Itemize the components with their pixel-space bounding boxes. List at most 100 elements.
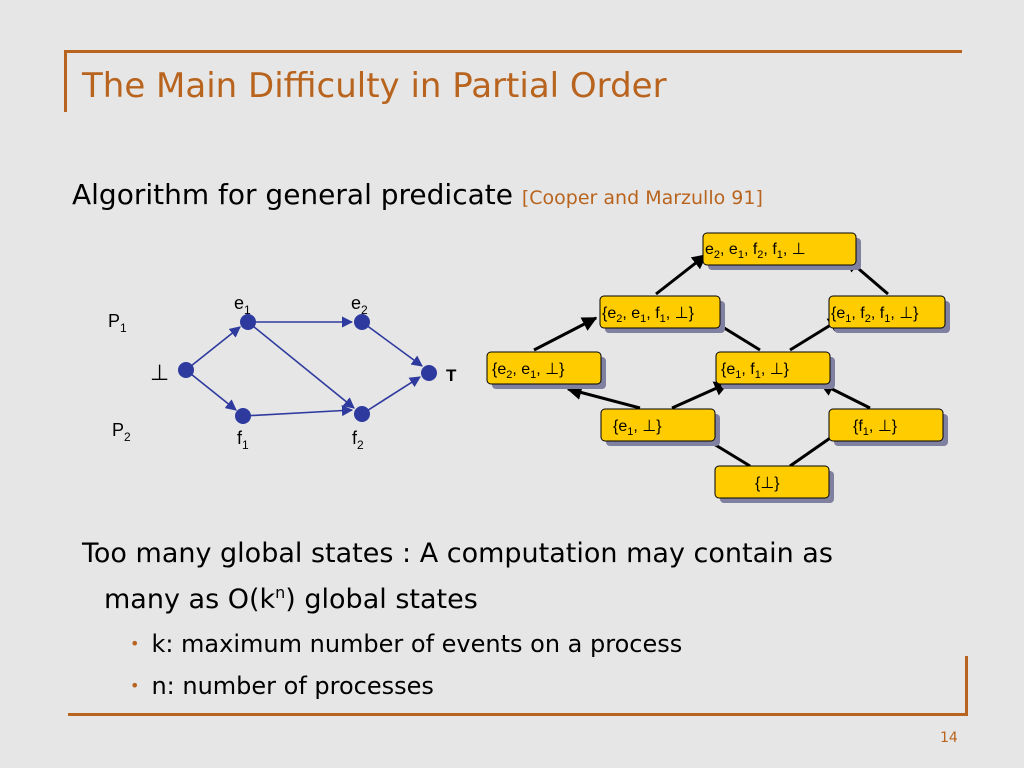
slide-number: 14 — [940, 730, 958, 746]
frame-right-rule — [965, 656, 968, 716]
process-nodes — [178, 314, 437, 424]
state-label-part: {e — [831, 305, 845, 322]
state-label-part: {⊥} — [755, 475, 780, 492]
state-label-part: 2 — [506, 369, 512, 381]
paragraph-line-2-sup: n — [275, 583, 286, 602]
bullet-dot-icon: • — [130, 634, 140, 653]
state-label-part: 2 — [757, 249, 763, 261]
label-e1: e1 — [234, 293, 251, 317]
frame-left-rule — [64, 50, 67, 112]
state-label-part: 2 — [865, 313, 871, 325]
label-top: T — [446, 366, 457, 385]
edge-e1-f2 — [247, 321, 355, 409]
paragraph-line-2-prefix: many as O(k — [104, 584, 276, 615]
arrow-e2e1f1-top — [655, 253, 708, 296]
svg-text:{f1, ⊥}: {f1, ⊥} — [853, 418, 898, 438]
state-label-part: , f — [646, 305, 660, 322]
bullet-text: k: maximum number of events on a process — [151, 630, 683, 658]
label-f1: f1 — [237, 428, 249, 452]
state-label-part: , f — [763, 241, 777, 258]
state-label-part: 2 — [714, 249, 720, 261]
node-bottom — [178, 362, 194, 378]
svg-text:{e1, ⊥}: {e1, ⊥} — [613, 418, 662, 438]
lattice-states: e2, e1, f2, f1, ⊥ {e2, e1, f1, ⊥} {e1, f… — [486, 232, 950, 503]
state-label-part: 1 — [660, 313, 666, 325]
state-label-part: 1 — [845, 313, 851, 325]
state-label-part: 1 — [755, 369, 761, 381]
frame-top-rule — [64, 50, 962, 53]
state-label-part: {e — [613, 418, 627, 435]
edge-e2-top — [361, 321, 423, 367]
svg-text:{e1, f2, f1, ⊥}: {e1, f2, f1, ⊥} — [831, 305, 919, 325]
paragraph-line-2-suffix: ) global states — [285, 584, 478, 615]
bullet-text: n: number of processes — [151, 672, 434, 700]
main-paragraph: Too many global states : A computation m… — [82, 534, 972, 619]
state-bottom: {⊥} — [714, 465, 834, 503]
edge-bottom-e1 — [185, 326, 241, 371]
arrow-e2e1-e2e1f1 — [533, 316, 598, 352]
node-e2 — [354, 314, 370, 330]
edge-bottom-f1 — [185, 369, 237, 411]
arrow-e1-e1f1 — [671, 381, 730, 410]
state-label-part: , ⊥} — [536, 361, 565, 378]
state-e2e1f2f1: e2, e1, f2, f1, ⊥ — [702, 232, 861, 270]
state-label-part: , e — [512, 361, 530, 378]
label-p2: P2 — [112, 420, 131, 444]
svg-text:e2, e1, f2, f1, ⊥: e2, e1, f2, f1, ⊥ — [705, 241, 806, 261]
arrow-e1-e2e1 — [566, 385, 641, 410]
state-label-part: {e — [492, 361, 506, 378]
state-label-part: 1 — [640, 313, 646, 325]
state-label-part: , f — [744, 241, 758, 258]
state-f1: {f1, ⊥} — [828, 408, 948, 446]
state-label-part: , e — [622, 305, 640, 322]
node-f2 — [354, 406, 370, 422]
state-e1f1: {e1, f1, ⊥} — [715, 351, 835, 389]
svg-text:{e2, e1, f1, ⊥}: {e2, e1, f1, ⊥} — [602, 305, 695, 325]
state-label-part: , ⊥ — [783, 241, 806, 258]
state-label-part: {e — [721, 361, 735, 378]
svg-text:{e1, f1, ⊥}: {e1, f1, ⊥} — [721, 361, 790, 381]
heading-text: Algorithm for general predicate — [72, 178, 513, 211]
label-e2: e2 — [351, 293, 368, 317]
slide-title: The Main Difficulty in Partial Order — [82, 66, 667, 106]
state-label-part: 1 — [884, 313, 890, 325]
state-e1: {e1, ⊥} — [600, 408, 720, 446]
bullet-dot-icon: • — [130, 676, 140, 695]
svg-text:{⊥}: {⊥} — [755, 475, 780, 492]
state-label-part: 1 — [627, 426, 633, 438]
state-label-part: {e — [602, 305, 616, 322]
process-edges — [185, 316, 423, 417]
state-label-part: , f — [871, 305, 885, 322]
state-e1f2f1: {e1, f2, f1, ⊥} — [828, 295, 950, 333]
state-e2e1f1: {e2, e1, f1, ⊥} — [599, 295, 725, 333]
state-label-part: , e — [720, 241, 738, 258]
state-e2e1: {e2, e1, ⊥} — [486, 351, 606, 389]
state-label-part: {f — [853, 418, 863, 435]
label-bottom: ⊥ — [150, 360, 169, 385]
node-f1 — [235, 408, 251, 424]
state-label-part: , ⊥} — [666, 305, 695, 322]
node-e1 — [240, 314, 256, 330]
node-top — [421, 365, 437, 381]
state-label-part: 1 — [735, 369, 741, 381]
state-label-part: , f — [851, 305, 865, 322]
state-label-part: , ⊥} — [633, 418, 662, 435]
frame-bottom-rule — [68, 713, 968, 716]
state-label-part: , ⊥} — [761, 361, 790, 378]
edge-f2-top — [361, 376, 421, 415]
label-p1: P1 — [108, 311, 127, 335]
citation: [Cooper and Marzullo 91] — [521, 187, 763, 209]
state-label-part: 2 — [616, 313, 622, 325]
state-label-part: , ⊥} — [869, 418, 898, 435]
state-label-part: 1 — [738, 249, 744, 261]
svg-text:{e2, e1, ⊥}: {e2, e1, ⊥} — [492, 361, 565, 381]
bullet-item-n: • n: number of processes — [130, 672, 434, 700]
section-heading: Algorithm for general predicate [Cooper … — [72, 178, 763, 211]
label-f2: f2 — [352, 428, 364, 452]
paragraph-line-2: many as O(kn) global states — [82, 573, 972, 619]
state-label-part: 1 — [530, 369, 536, 381]
edge-f1-f2 — [242, 404, 354, 417]
state-label-part: 1 — [863, 426, 869, 438]
bullet-item-k: • k: maximum number of events on a proces… — [130, 630, 682, 658]
